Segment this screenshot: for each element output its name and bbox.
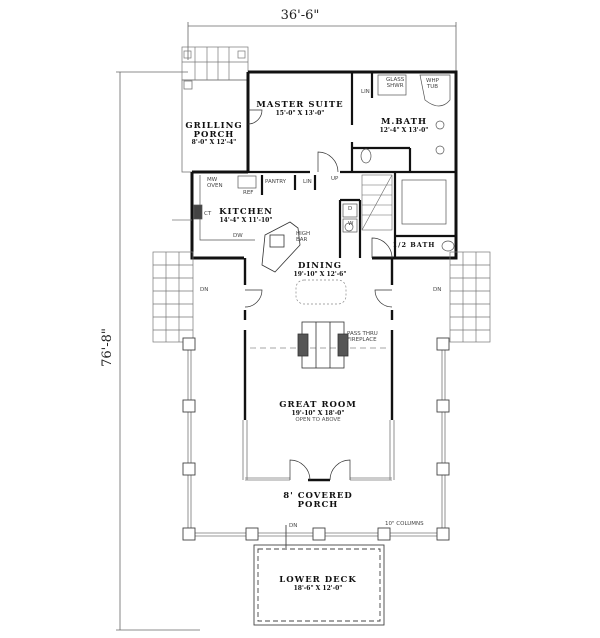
staircase bbox=[361, 174, 393, 231]
master-bath-label: M.BATH 12'-4" X 13'-0" bbox=[380, 118, 429, 134]
room-name-line1: GRILLING bbox=[185, 121, 243, 131]
pantry-label: PANTRY bbox=[265, 179, 287, 185]
room-size: 12'-4" X 13'-0" bbox=[379, 126, 429, 134]
high-bar-line2: BAR bbox=[296, 236, 308, 243]
laundry bbox=[342, 203, 358, 233]
kitchen-label: KITCHEN 14'-4" X 11'-10" bbox=[219, 208, 273, 224]
grilling-porch-steps bbox=[181, 46, 249, 81]
covered-porch-label: 8' COVERED PORCH bbox=[283, 492, 352, 509]
room-size: 8'-0" X 12'-4" bbox=[191, 139, 237, 146]
whirlpool-line2: TUB bbox=[426, 83, 439, 90]
stairs-down-right-label: DN bbox=[433, 287, 442, 293]
great-room-walls bbox=[243, 258, 394, 482]
stairs-up-label: UP bbox=[331, 176, 339, 182]
glass-shower-label: GLASS SHWR bbox=[386, 77, 405, 90]
room-name: LOWER DECK bbox=[279, 575, 357, 585]
dryer-label: D bbox=[348, 206, 353, 212]
room-name-line2: PORCH bbox=[193, 129, 235, 140]
porch-columns bbox=[182, 337, 450, 541]
master-bath-fixtures bbox=[344, 74, 455, 252]
overall-depth-label: 76'-8" bbox=[99, 328, 115, 367]
right-steps bbox=[449, 251, 491, 343]
interior-walls bbox=[248, 72, 456, 258]
fireplace-line2: FIREPLACE bbox=[347, 336, 377, 343]
microwave-line2: OVEN bbox=[207, 182, 223, 189]
stairs-down-left-label: DN bbox=[200, 287, 209, 293]
refrigerator-label: REF bbox=[243, 190, 254, 196]
room-size: 19'-10" X 12'-6" bbox=[293, 270, 347, 278]
kitchen-counters bbox=[193, 175, 257, 241]
washer-label: W bbox=[348, 221, 354, 227]
linen-master-label: LIN bbox=[361, 89, 370, 95]
room-name-line2: PORCH bbox=[297, 499, 339, 510]
half-bath-label: 1/2 BATH bbox=[393, 242, 436, 249]
width-dimension-line bbox=[187, 22, 457, 85]
lower-deck-label: LOWER DECK 18'-6" X 12'-0" bbox=[279, 576, 356, 592]
room-size: 15'-0" X 13'-0" bbox=[275, 109, 325, 117]
microwave-line1: MW bbox=[207, 177, 218, 183]
whirlpool-line1: WHP bbox=[426, 78, 439, 84]
fireplace bbox=[297, 321, 349, 369]
columns-note: 10" COLUMNS bbox=[385, 521, 424, 527]
room-name: GREAT ROOM bbox=[279, 400, 357, 410]
high-bar-line1: HIGH bbox=[296, 231, 311, 237]
master-suite-label: MASTER SUITE 15'-0" X 13'-0" bbox=[256, 101, 343, 117]
stairs-down-deck-label: DN bbox=[289, 523, 298, 529]
high-bar-label: HIGH BAR bbox=[296, 231, 311, 244]
room-size: 14'-4" X 11'-10" bbox=[219, 216, 273, 224]
overall-width-label: 36'-6" bbox=[280, 8, 320, 23]
room-size: 18'-6" X 12'-0" bbox=[293, 584, 343, 592]
glass-shower-line2: SHWR bbox=[386, 82, 404, 89]
room-size: 19'-10" X 18'-0" bbox=[291, 409, 345, 417]
room-name: DINING bbox=[297, 261, 343, 271]
room-name: 1/2 BATH bbox=[392, 241, 436, 249]
kitchen-island bbox=[261, 221, 301, 273]
grilling-porch-label: GRILLING PORCH 8'-0" X 12'-4" bbox=[185, 122, 242, 146]
fireplace-label: PASS THRU FIREPLACE bbox=[347, 331, 378, 344]
dishwasher-label: DW bbox=[233, 233, 243, 239]
dining-table bbox=[295, 279, 347, 305]
room-name: KITCHEN bbox=[219, 207, 273, 217]
dining-label: DINING 19'-10" X 12'-6" bbox=[294, 262, 347, 278]
cooktop-label: CT bbox=[204, 211, 212, 217]
fireplace-line1: PASS THRU bbox=[347, 331, 378, 337]
room-note: OPEN TO ABOVE bbox=[295, 416, 341, 423]
room-name: M.BATH bbox=[380, 117, 428, 127]
whirlpool-tub-label: WHP TUB bbox=[426, 78, 439, 91]
room-name-line1: 8' COVERED bbox=[283, 491, 353, 501]
lower-deck-outline bbox=[253, 525, 385, 626]
doors bbox=[244, 109, 393, 481]
room-name: MASTER SUITE bbox=[256, 100, 344, 110]
left-steps bbox=[152, 251, 194, 343]
great-room-label: GREAT ROOM 19'-10" X 18'-0" OPEN TO ABOV… bbox=[279, 401, 357, 423]
depth-dimension-line bbox=[116, 71, 200, 631]
great-room-windows bbox=[242, 420, 395, 481]
microwave-oven-label: MW OVEN bbox=[207, 177, 223, 190]
linen-hall-label: LIN bbox=[303, 179, 312, 185]
glass-shower-line1: GLASS bbox=[386, 77, 405, 83]
